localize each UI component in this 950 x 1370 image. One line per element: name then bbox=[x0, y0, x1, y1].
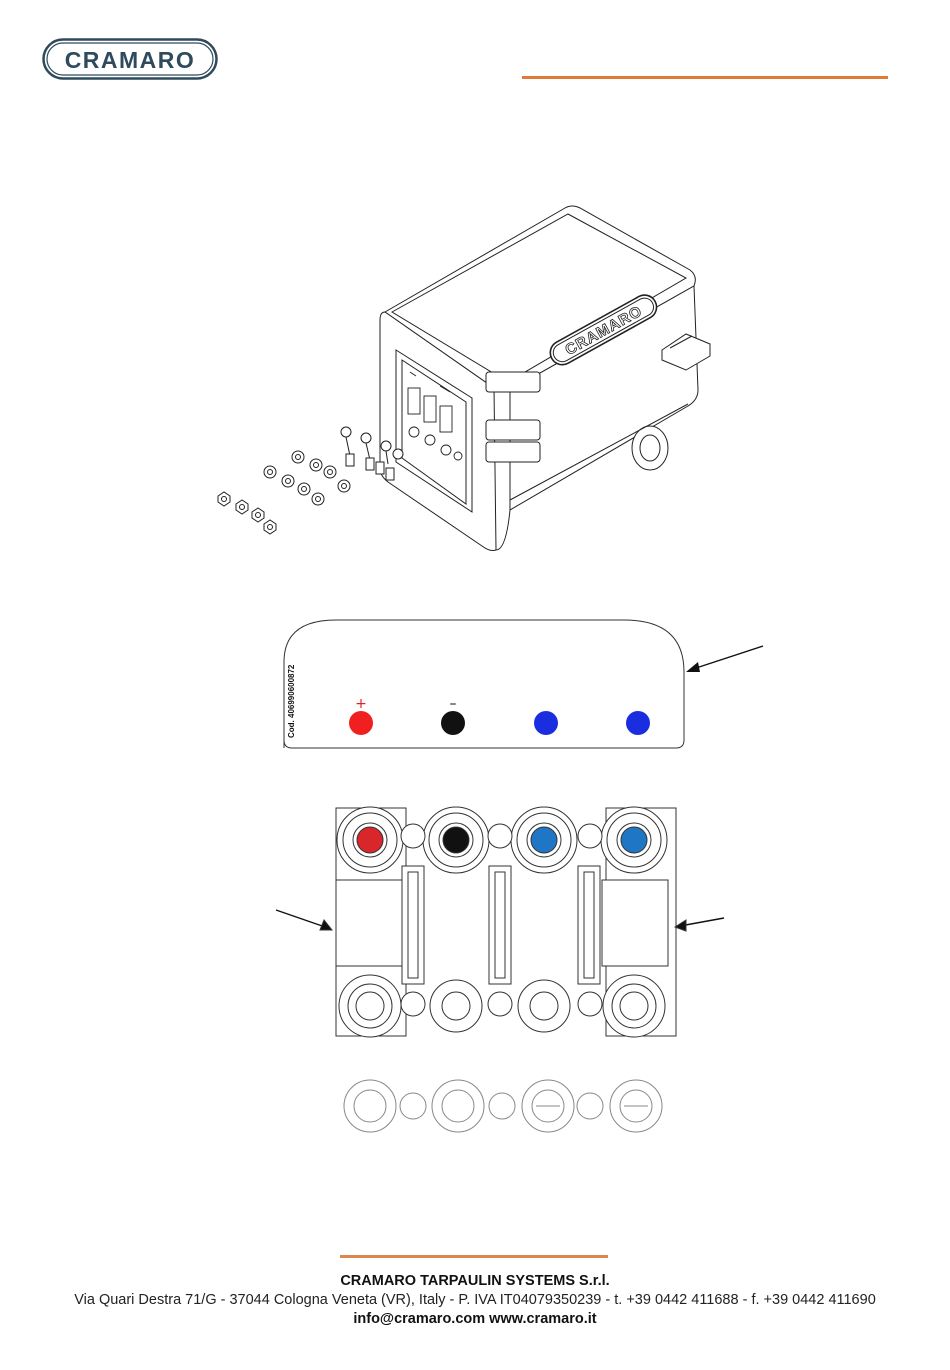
plate-terminal-red bbox=[349, 711, 373, 735]
left-insulator bbox=[336, 880, 402, 966]
right-arrow bbox=[680, 918, 724, 926]
terminal-black bbox=[443, 827, 469, 853]
minus-sign: – bbox=[450, 696, 457, 712]
plate-terminal-blue-1 bbox=[534, 711, 558, 735]
terminal-blue-1 bbox=[531, 827, 557, 853]
footer-rule bbox=[340, 1255, 608, 1258]
logo-text: CRAMARO bbox=[65, 47, 196, 73]
right-insulator bbox=[602, 880, 668, 966]
junction-box-illustration: CRAMARO bbox=[210, 200, 720, 560]
plate-arrow bbox=[690, 646, 763, 670]
footer-company: CRAMARO TARPAULIN SYSTEMS S.r.l. bbox=[0, 1272, 950, 1291]
plate-code: Cod. 406990600872 bbox=[287, 664, 296, 738]
plate-terminal-blue-2 bbox=[626, 711, 650, 735]
footer-contact[interactable]: info@cramaro.com www.cramaro.it bbox=[0, 1310, 950, 1329]
plus-sign: + bbox=[355, 696, 367, 712]
plate-terminal-black bbox=[441, 711, 465, 735]
terminal-block-view bbox=[270, 800, 740, 1145]
cramaro-logo: CRAMARO bbox=[42, 38, 218, 80]
terminal-blue-2 bbox=[621, 827, 647, 853]
footer-address: Via Quari Destra 71/G - 37044 Cologna Ve… bbox=[0, 1291, 950, 1310]
footer: CRAMARO TARPAULIN SYSTEMS S.r.l. Via Qua… bbox=[0, 1272, 950, 1329]
terminal-red bbox=[357, 827, 383, 853]
terminal-label-plate: Cod. 406990600872 + – bbox=[270, 612, 770, 754]
left-arrow bbox=[276, 910, 328, 928]
header-rule bbox=[522, 76, 888, 79]
